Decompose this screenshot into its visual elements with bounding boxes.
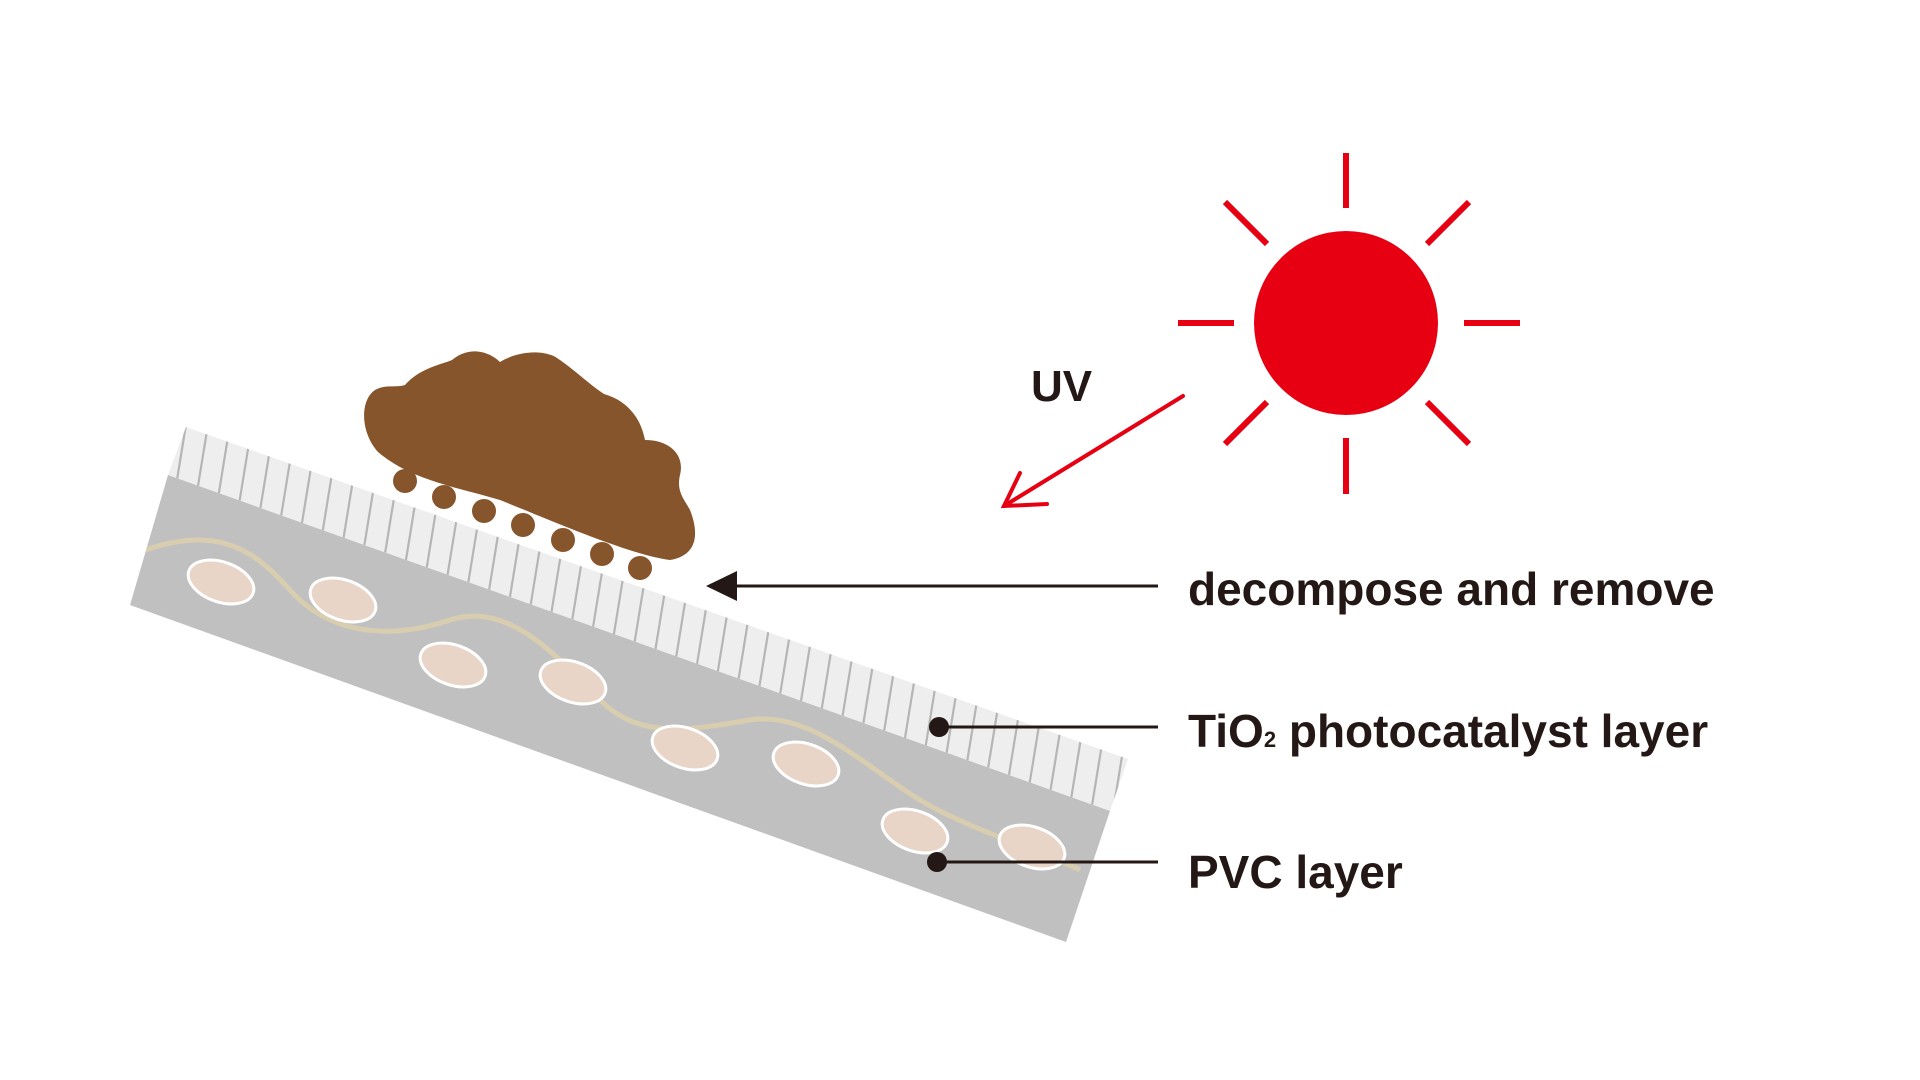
dirt-particle	[590, 542, 614, 566]
decompose-arrow	[706, 571, 1158, 601]
decompose-label: decompose and remove	[1188, 563, 1715, 615]
pvc-leader-line	[927, 852, 1158, 872]
uv-arrow-icon	[1000, 394, 1185, 509]
dirt-particle	[551, 528, 575, 552]
dirt-particle	[432, 485, 456, 509]
tio2-label-suffix: photocatalyst layer	[1276, 705, 1709, 757]
dirt-particle	[511, 513, 535, 537]
sun-icon	[1178, 153, 1520, 494]
pellet	[308, 576, 378, 624]
dirt-blob	[364, 351, 696, 560]
pellet	[997, 823, 1067, 871]
dirt-particle	[628, 556, 652, 580]
pellet	[186, 558, 256, 606]
pellet	[418, 641, 488, 689]
pellet	[538, 658, 608, 706]
uv-label: UV	[1031, 362, 1093, 411]
pvc-layer-label: PVC layer	[1188, 846, 1403, 898]
hatch-line	[1108, 427, 1128, 811]
tio2-layer-label: TiO2 photocatalyst layer	[1188, 704, 1708, 758]
pellet	[880, 807, 950, 855]
pvc-layer	[130, 475, 1110, 942]
pellet	[771, 740, 841, 788]
dirt-particle	[393, 469, 417, 493]
tio2-leader-line	[929, 717, 1158, 737]
hatch-line	[168, 427, 192, 811]
tio2-label-prefix: TiO	[1188, 705, 1264, 757]
dirt-particle	[472, 499, 496, 523]
pellet	[650, 724, 720, 772]
tio2-label-subscript: 2	[1263, 727, 1277, 752]
